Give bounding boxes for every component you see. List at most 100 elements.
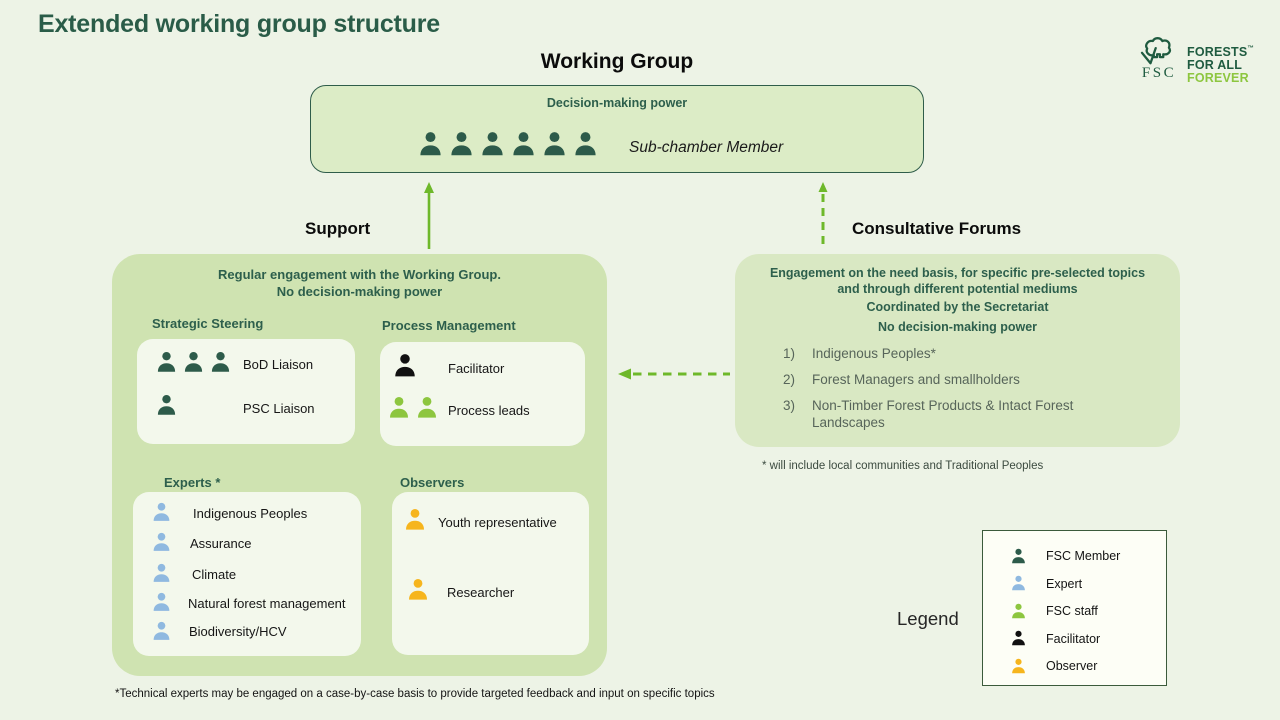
fsc-wordmark: FORESTS™ FOR ALL FOREVER bbox=[1187, 42, 1254, 85]
person-icon bbox=[151, 563, 172, 584]
item-text: Indigenous Peoples* bbox=[812, 346, 936, 361]
person-icon bbox=[151, 592, 172, 613]
process-leads-icons bbox=[387, 396, 439, 420]
expert-icon-row bbox=[151, 563, 172, 584]
experts-box: Indigenous Peoples Assurance Climate Nat… bbox=[133, 492, 361, 656]
forums-list-item: 1) Indigenous Peoples* bbox=[783, 345, 1122, 362]
wordmark-line3: FOREVER bbox=[1187, 71, 1249, 85]
person-icon bbox=[479, 131, 506, 158]
expert-label: Assurance bbox=[190, 536, 252, 551]
item-number: 3) bbox=[783, 398, 796, 413]
support-header-line2: No decision-making power bbox=[276, 284, 443, 299]
fsc-staff-icon bbox=[1010, 603, 1027, 620]
support-arrow-up bbox=[424, 182, 434, 249]
person-icon bbox=[151, 621, 172, 642]
fsc-tree-mark: FSC bbox=[1138, 33, 1180, 82]
person-icon bbox=[182, 351, 205, 374]
legend-row: FSC staff bbox=[1010, 598, 1160, 624]
consultative-forums-label: Consultative Forums bbox=[852, 219, 1022, 238]
bod-liaison-label: BoD Liaison bbox=[243, 357, 314, 372]
strategic-steering-box: BoD Liaison PSC Liaison bbox=[137, 339, 355, 444]
fsc-logo: FSC FORESTS™ FOR ALL FOREVER bbox=[1138, 33, 1254, 85]
person-icon bbox=[417, 131, 444, 158]
support-box-header: Regular engagement with the Working Grou… bbox=[112, 266, 607, 300]
person-icon bbox=[403, 508, 427, 532]
trademark-symbol: ™ bbox=[1247, 45, 1255, 52]
person-icon bbox=[510, 131, 537, 158]
legend-row: Observer bbox=[1010, 653, 1160, 679]
person-icon bbox=[151, 502, 172, 523]
person-icon bbox=[415, 396, 439, 420]
expert-icon-row bbox=[151, 532, 172, 553]
expert-icon-row bbox=[151, 592, 172, 613]
page-title: Extended working group structure bbox=[38, 10, 440, 38]
psc-liaison-label: PSC Liaison bbox=[243, 401, 315, 416]
forums-footnote: * will include local communities and Tra… bbox=[762, 460, 1044, 472]
expert-label: Natural forest management bbox=[188, 596, 346, 611]
observer-icon-row bbox=[403, 508, 427, 532]
observers-title: Observers bbox=[400, 475, 465, 490]
legend-item-label: FSC Member bbox=[1046, 549, 1121, 563]
observer-label: Researcher bbox=[447, 585, 515, 600]
forums-header-line1: Engagement on the need basis, for specif… bbox=[769, 266, 1146, 280]
facilitator-icons bbox=[392, 353, 418, 379]
wordmark-forests: FORESTS bbox=[1187, 45, 1248, 59]
sub-chamber-member-label: Sub-chamber Member bbox=[629, 139, 784, 156]
person-icon bbox=[151, 532, 172, 553]
legend-box: FSC Member Expert FSC staff Facilitator … bbox=[982, 530, 1167, 686]
person-icon bbox=[541, 131, 568, 158]
expert-label: Biodiversity/HCV bbox=[189, 624, 287, 639]
page-footnote: *Technical experts may be engaged on a c… bbox=[115, 688, 715, 700]
observer-label: Youth representative bbox=[438, 515, 557, 530]
support-label: Support bbox=[305, 219, 371, 238]
person-icon bbox=[155, 394, 178, 417]
wordmark-line2: FOR ALL bbox=[1187, 58, 1243, 72]
person-icon bbox=[387, 396, 411, 420]
forums-header: Engagement on the need basis, for specif… bbox=[735, 265, 1180, 297]
item-number: 2) bbox=[783, 372, 796, 387]
decision-making-power-label: Decision-making power bbox=[546, 96, 688, 110]
consultative-arrow-up-dashed bbox=[818, 182, 828, 248]
facilitator-label: Facilitator bbox=[448, 361, 505, 376]
consultative-forums-box: Engagement on the need basis, for specif… bbox=[735, 254, 1180, 447]
person-icon bbox=[392, 353, 418, 379]
person-icon bbox=[448, 131, 475, 158]
forums-power-label: No decision-making power bbox=[877, 320, 1038, 334]
experts-title: Experts * bbox=[164, 475, 220, 490]
item-text: Non-Timber Forest Products & Intact Fore… bbox=[812, 398, 1074, 430]
person-icon bbox=[155, 351, 178, 374]
person-icon bbox=[406, 578, 430, 602]
working-group-heading: Working Group bbox=[540, 50, 694, 73]
bod-liaison-icons bbox=[155, 351, 232, 374]
psc-liaison-icons bbox=[155, 394, 178, 417]
expert-icon-row bbox=[151, 621, 172, 642]
legend-item-label: Expert bbox=[1046, 576, 1083, 591]
legend-label: Legend bbox=[897, 608, 959, 629]
strategic-steering-title: Strategic Steering bbox=[152, 316, 264, 331]
expert-label: Climate bbox=[192, 567, 237, 582]
wordmark-line1: FORESTS™ bbox=[1187, 42, 1254, 59]
forums-coordination-label: Coordinated by the Secretariat bbox=[866, 300, 1049, 314]
legend-row: Facilitator bbox=[1010, 626, 1160, 652]
person-icon bbox=[572, 131, 599, 158]
observer-icon-row bbox=[406, 578, 430, 602]
experts-asterisk: * bbox=[215, 475, 221, 490]
forums-list: 1) Indigenous Peoples* 2) Forest Manager… bbox=[783, 345, 1122, 440]
person-icon bbox=[209, 351, 232, 374]
working-group-box: Decision-making power Sub-chamber Member bbox=[310, 85, 924, 173]
legend-item-label: FSC staff bbox=[1046, 604, 1098, 618]
expert-icon bbox=[1010, 575, 1027, 592]
item-text: Forest Managers and smallholders bbox=[812, 372, 1020, 387]
expert-icon-row bbox=[151, 502, 172, 523]
observer-icon bbox=[1010, 658, 1027, 675]
observers-box: Youth representative Researcher bbox=[392, 492, 589, 655]
process-management-box: Facilitator Process leads bbox=[380, 342, 585, 446]
experts-title-text: Experts bbox=[164, 475, 212, 490]
fsc-member-icon bbox=[1010, 548, 1027, 565]
forums-list-item: 2) Forest Managers and smallholders bbox=[783, 371, 1122, 388]
sub-chamber-member-icons bbox=[417, 131, 599, 158]
fsc-acronym: FSC bbox=[1141, 65, 1177, 81]
forums-to-support-arrow-dashed bbox=[618, 368, 730, 380]
facilitator-icon bbox=[1010, 630, 1027, 647]
legend-item-label: Facilitator bbox=[1046, 631, 1101, 646]
